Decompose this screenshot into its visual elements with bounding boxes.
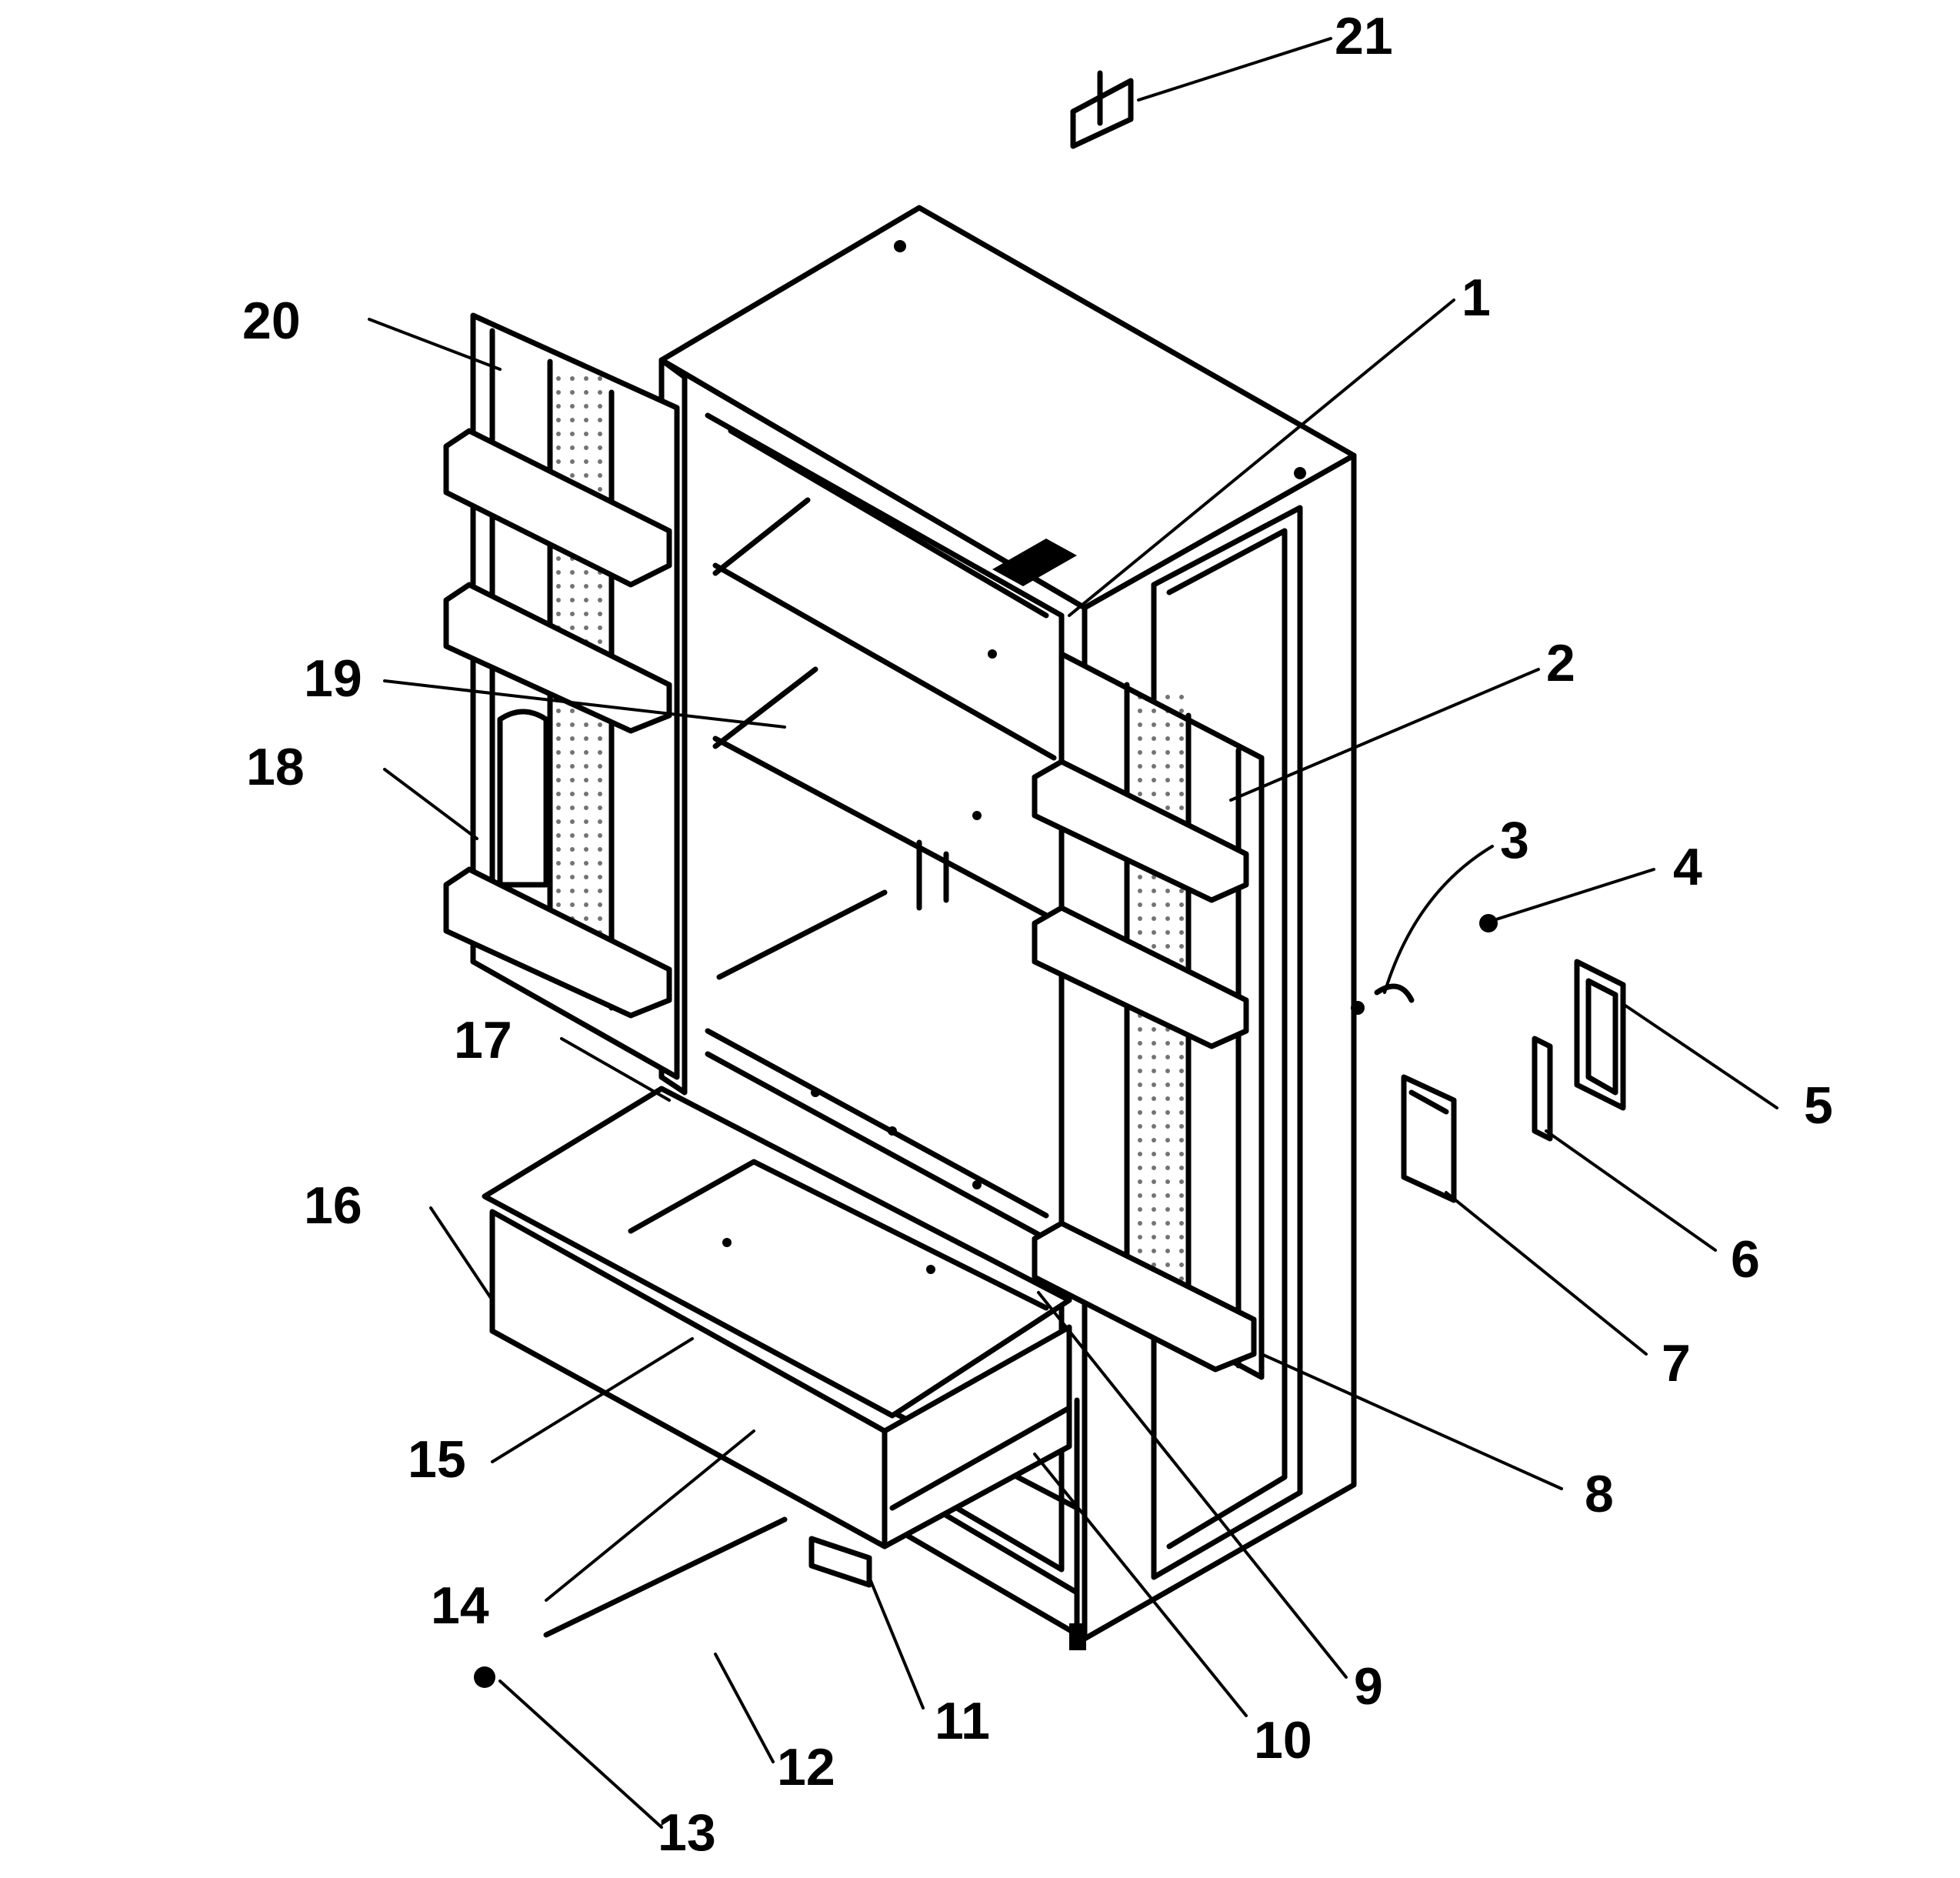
callout-12: 12: [777, 1738, 835, 1796]
callout-14: 14: [431, 1576, 489, 1635]
callout-7: 7: [1662, 1334, 1691, 1393]
callout-5: 5: [1804, 1076, 1833, 1135]
callout-13: 13: [658, 1803, 716, 1862]
part-5-panel: [1574, 959, 1626, 1111]
leader-lines: [368, 37, 1778, 1829]
callout-labels: 1 2 3 4 5 6 7 8 9 10 11 12 13 14 15 16 1…: [242, 7, 1833, 1862]
callout-8: 8: [1585, 1465, 1614, 1523]
callout-16: 16: [304, 1176, 362, 1235]
left-door: [443, 312, 680, 1080]
callout-9: 9: [1354, 1657, 1383, 1716]
callout-21: 21: [1335, 7, 1393, 65]
callout-19: 19: [304, 649, 362, 708]
callout-18: 18: [246, 738, 305, 796]
part-13-screw: [474, 1666, 495, 1688]
part-7-handle: [1401, 1074, 1457, 1203]
part-3-hinge-pin: [1351, 983, 1415, 1015]
callout-10: 10: [1254, 1711, 1312, 1770]
callout-6: 6: [1731, 1230, 1760, 1289]
callout-11: 11: [935, 1692, 990, 1750]
part-4-screw: [1479, 914, 1498, 932]
callout-1: 1: [1462, 269, 1491, 327]
callout-20: 20: [242, 292, 301, 350]
callout-4: 4: [1673, 838, 1702, 896]
callout-17: 17: [454, 1011, 512, 1069]
part-12-rod: [543, 1516, 788, 1638]
callout-2: 2: [1546, 634, 1575, 692]
part-21-bracket: [1070, 70, 1134, 149]
callout-3: 3: [1500, 811, 1529, 869]
part-11-clip: [808, 1536, 872, 1588]
right-door: [1032, 651, 1265, 1380]
crisper-drawer: [482, 1086, 1072, 1549]
part-6-strip: [1532, 1036, 1553, 1142]
callout-15: 15: [408, 1430, 466, 1489]
